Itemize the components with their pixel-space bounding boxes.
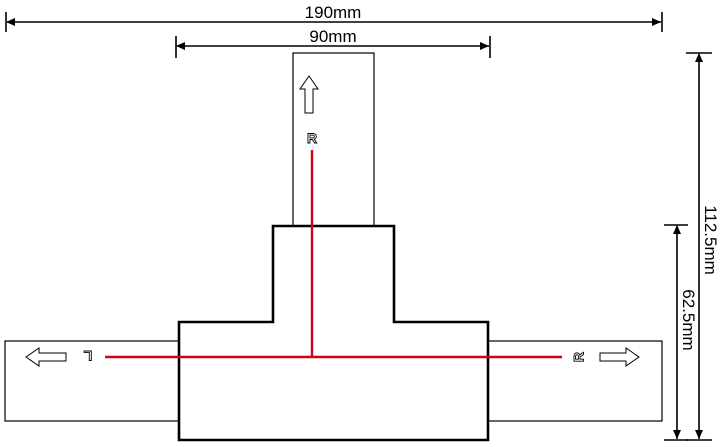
arrow-right-icon: [599, 347, 640, 367]
left-marking-label: L: [83, 348, 92, 364]
right-marking-label: R: [571, 352, 587, 362]
dimension-overall-width: 190mm: [5, 3, 663, 32]
body-height-label: 62.5mm: [679, 289, 698, 350]
dimension-body-height: 62.5mm: [664, 224, 698, 441]
dimension-inner-width: 90mm: [175, 27, 491, 58]
top-arm: [292, 52, 375, 227]
overall-height-label: 112.5mm: [701, 205, 720, 275]
inner-width-label: 90mm: [309, 27, 356, 46]
central-housing: [177, 224, 490, 442]
top-marking-label: R: [307, 130, 317, 146]
conductor-paths: [105, 150, 562, 359]
t-connector-body: [4, 52, 663, 442]
arrow-left-icon: [25, 347, 67, 367]
arrow-up-icon: [299, 75, 319, 114]
overall-width-label: 190mm: [305, 3, 362, 22]
dimension-overall-height: 112.5mm: [686, 52, 720, 441]
